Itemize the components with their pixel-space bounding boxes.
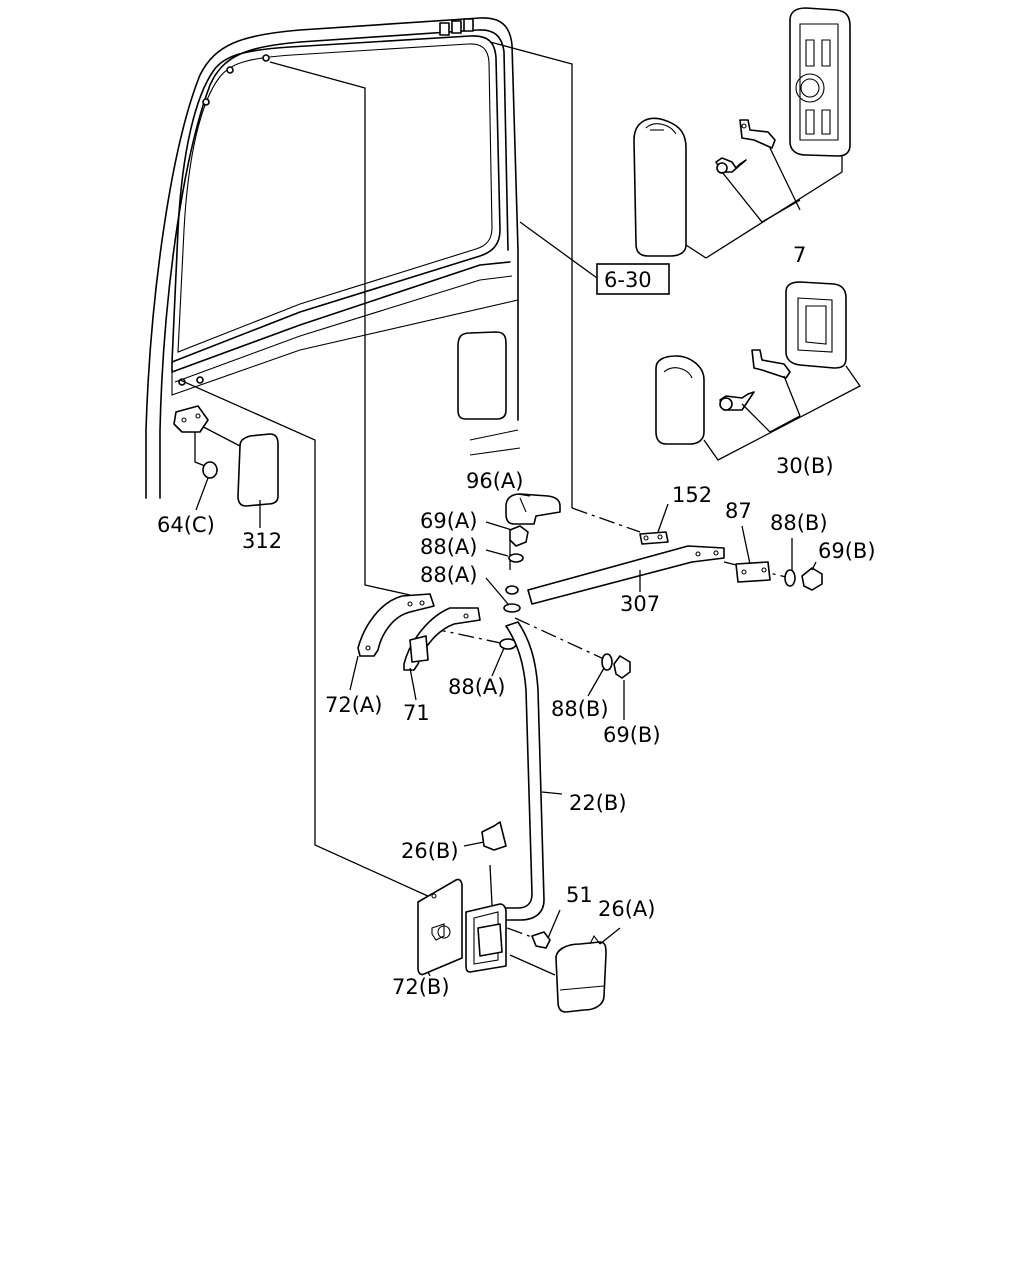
clamp-26b bbox=[481, 821, 507, 851]
label-part-88a-lower: 88(A) bbox=[448, 675, 505, 699]
label-part-312: 312 bbox=[242, 529, 282, 553]
mirror-lower-cover bbox=[655, 355, 705, 445]
part-labels: 6-30 7 30(B) 96(A) 152 69(A) 88(A) 87 88… bbox=[157, 243, 876, 999]
label-part-88a-middle: 88(A) bbox=[420, 563, 477, 587]
bracket-30b bbox=[751, 349, 791, 379]
label-leaders bbox=[195, 477, 817, 977]
cab-door-frame bbox=[145, 17, 521, 499]
label-part-64c: 64(C) bbox=[157, 513, 215, 537]
mirror-upper-head bbox=[789, 7, 851, 157]
label-part-7: 7 bbox=[793, 243, 806, 267]
rod-307 bbox=[527, 545, 725, 605]
cover-26a bbox=[555, 941, 607, 1013]
label-part-152: 152 bbox=[672, 483, 712, 507]
label-part-69b-right: 69(B) bbox=[818, 539, 876, 563]
label-part-88b-lower: 88(B) bbox=[551, 697, 609, 721]
label-part-96a: 96(A) bbox=[466, 469, 523, 493]
label-part-307: 307 bbox=[620, 592, 660, 616]
label-part-87: 87 bbox=[725, 499, 752, 523]
label-part-51: 51 bbox=[566, 883, 593, 907]
label-part-22b: 22(B) bbox=[569, 791, 627, 815]
plug-64c bbox=[202, 461, 218, 479]
bolt-51 bbox=[531, 931, 551, 949]
label-part-72b: 72(B) bbox=[392, 975, 450, 999]
arm-22b bbox=[493, 621, 545, 921]
label-part-88b-right: 88(B) bbox=[770, 511, 828, 535]
label-part-26b: 26(B) bbox=[401, 839, 459, 863]
mirror-lower-head bbox=[785, 281, 847, 369]
panel-312 bbox=[237, 433, 279, 507]
reference-box-6-30 bbox=[596, 263, 670, 295]
label-ref-6-30: 6-30 bbox=[604, 268, 652, 292]
clip-87 bbox=[735, 561, 771, 583]
bracket-72a bbox=[357, 593, 435, 657]
mirror-upper-cover bbox=[633, 117, 687, 257]
label-part-69a: 69(A) bbox=[420, 509, 477, 533]
label-part-88a-upper: 88(A) bbox=[420, 535, 477, 559]
mirror-stay-parts bbox=[173, 405, 823, 1013]
mirror-lower-assembly bbox=[655, 281, 861, 461]
label-part-72a: 72(A) bbox=[325, 693, 382, 717]
cap-96a bbox=[505, 493, 561, 525]
label-part-26a: 26(A) bbox=[598, 897, 655, 921]
bracket-7 bbox=[739, 119, 776, 149]
mirror-upper-assembly bbox=[633, 7, 851, 259]
label-part-71: 71 bbox=[403, 701, 430, 725]
label-part-69b-lower: 69(B) bbox=[603, 723, 661, 747]
label-part-30b: 30(B) bbox=[776, 454, 834, 478]
